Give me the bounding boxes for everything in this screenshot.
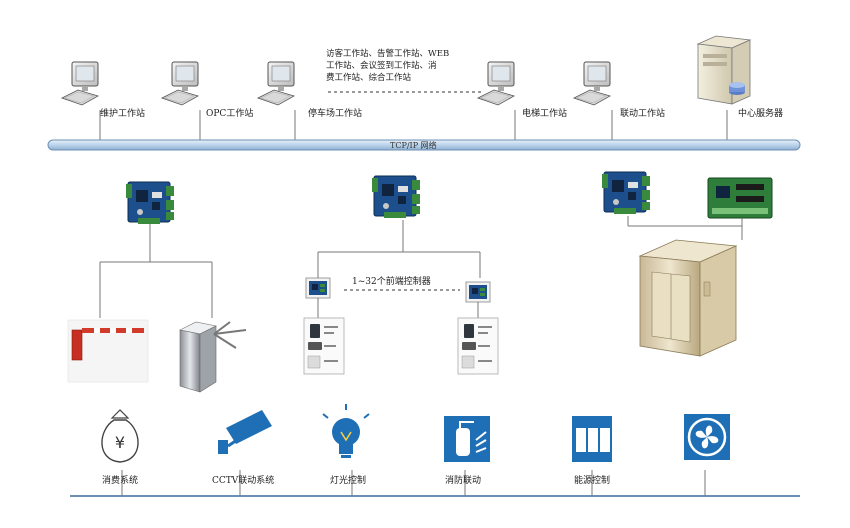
- cctv-camera-icon: [218, 410, 272, 454]
- tcpip-bus-label: TCP/IP 网络: [390, 141, 437, 150]
- note-line: 工作站、会议签到工作站、消: [326, 61, 437, 71]
- light-bulb-icon: [322, 404, 370, 458]
- central-server: [696, 35, 752, 105]
- energy-switch-icon: [572, 416, 612, 462]
- subsystem-label-lighting: 灯光控制: [330, 476, 367, 486]
- additional-workstations-note: 访客工作站、告警工作站、WEB 工作站、会议签到工作站、消 费工作站、综合工作站: [326, 48, 449, 84]
- ventilation-fan-icon: [684, 414, 730, 460]
- subsystem-label-consumption: 消费系统: [102, 476, 139, 486]
- turnstile: [179, 321, 247, 393]
- opc-workstation-label: OPC工作站: [206, 109, 254, 119]
- subsystem-label-energy: 能源控制: [574, 476, 611, 486]
- tcpip-bus: [47, 139, 801, 151]
- note-line: 费工作站、综合工作站: [326, 73, 412, 83]
- maintenance-workstation-label: 维护工作站: [100, 109, 146, 119]
- note-line: 访客工作站、告警工作站、WEB: [326, 49, 450, 59]
- parking-barrier-gate: [67, 319, 149, 383]
- money-bag-icon: ¥: [101, 409, 139, 463]
- opc-workstation-pc: [161, 61, 199, 106]
- front-controller-left: [305, 277, 331, 299]
- elevator-io-board: [707, 177, 773, 219]
- subsystem-label-fire: 消防联动: [445, 476, 482, 486]
- front-controllers-label: 1~32个前端控制器: [352, 277, 431, 287]
- subsystem-label-cctv: CCTV联动系统: [212, 476, 275, 486]
- linkage-workstation-label: 联动工作站: [620, 109, 666, 119]
- card-reader-panel-right: [457, 317, 499, 375]
- card-reader-panel-left: [303, 317, 345, 375]
- maintenance-workstation-pc: [61, 61, 99, 106]
- linkage-workstation-pc: [573, 61, 611, 106]
- left-access-controller-board: [125, 181, 175, 225]
- parking-workstation-label: 停车场工作站: [308, 109, 363, 119]
- elevator-car: [638, 239, 738, 357]
- parking-workstation-pc: [257, 61, 295, 106]
- fire-extinguisher-icon: [444, 416, 490, 462]
- elevator-workstation-pc: [477, 61, 515, 106]
- svg-text:¥: ¥: [115, 433, 125, 452]
- central-server-label: 中心服务器: [738, 109, 784, 119]
- elevator-workstation-label: 电梯工作站: [522, 109, 568, 119]
- middle-network-controller-board: [371, 175, 421, 219]
- front-controller-right: [465, 281, 491, 303]
- elevator-controller-board: [601, 171, 651, 215]
